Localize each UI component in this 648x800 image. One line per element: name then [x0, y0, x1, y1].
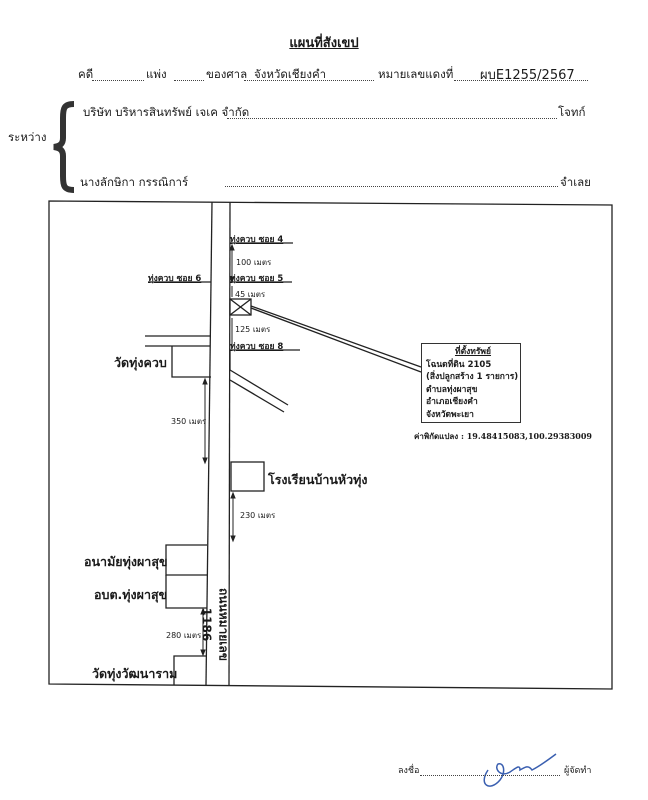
sao-building [165, 575, 207, 609]
property-info-line: อำเภอเชียงคำ [426, 397, 478, 407]
property-info-line: โฉนดที่ดิน 2105 [426, 359, 492, 370]
sign-role: ผู้จัดทำ [564, 766, 592, 776]
red-number-dots [454, 80, 588, 81]
leader-line-lower [250, 307, 422, 373]
landmark-health-station: อนามัยทุ่งผาสุข [84, 554, 168, 569]
property-info-line: (สิ่งปลูกสร้าง 1 รายการ) [426, 372, 519, 382]
distance-350m: 350 เมตร [171, 417, 207, 426]
coordinates-label: ค่าพิกัดแปลง : 19.48415083,100.29383009 [414, 431, 592, 441]
distance-230m: 230 เมตร [240, 511, 276, 520]
defendant-dots [225, 186, 558, 187]
wat-thung-khuap-building [171, 346, 211, 378]
distance-45m: 45 เมตร [235, 290, 266, 299]
main-road-label: ถนนหมายเลข 1186 [199, 588, 231, 661]
sign-dots [420, 775, 560, 776]
court-label: ของศาล [206, 67, 248, 81]
property-marker [229, 298, 252, 316]
soi-8-label: ทุ่งควบ ซอย 8 [230, 342, 284, 352]
case-label: คดี [78, 67, 94, 81]
school-building [230, 461, 265, 492]
leader-line-upper [250, 305, 422, 368]
between-label: ระหว่าง [8, 130, 47, 144]
plaintiff-role: โจทก์ [558, 105, 586, 119]
distance-280m: 280 เมตร [166, 631, 202, 640]
map-frame [48, 200, 613, 690]
distance-125m: 125 เมตร [235, 325, 271, 334]
landmark-sao: อบต.ทุ่งผาสุข [94, 587, 168, 602]
of-dots [174, 80, 204, 81]
red-number-label: หมายเลขแดงที่ [378, 67, 454, 81]
distance-100m: 100 เมตร [236, 258, 272, 267]
plaintiff-dots [227, 118, 557, 119]
property-info-box: ที่ตั้งทรัพย์ โฉนดที่ดิน 2105 (สิ่งปลูกส… [421, 343, 521, 423]
landmark-wat-thung-khuap: วัดทุ่งควบ [114, 355, 167, 370]
court-value: จังหวัดเชียงคำ [254, 67, 327, 81]
document-title-text: แผนที่สังเขป [289, 36, 359, 51]
property-info-header: ที่ตั้งทรัพย์ [454, 347, 492, 357]
soi-6-label: ทุ่งควบ ซอย 6 [148, 274, 202, 284]
case-dots [92, 80, 144, 81]
soi-5-label: ทุ่งควบ ซอย 5 [230, 274, 284, 284]
document-title: แผนที่สังเขป [0, 32, 648, 53]
signature-stroke [483, 753, 557, 787]
sign-label: ลงชื่อ [398, 766, 420, 776]
property-info-line: ตำบลทุ่งผาสุข [426, 384, 478, 395]
main-road-right-edge [228, 201, 231, 687]
plaintiff-name: บริษัท บริหารสินทรัพย์ เจเค จำกัด [83, 105, 250, 119]
diagonal-road-upper [229, 369, 289, 406]
defendant-name: นางลักษิกา กรรณิการ์ [80, 175, 189, 189]
brace-icon [53, 101, 75, 193]
landmark-wat-thung-wattana: วัดทุ่งวัฒนาราม [92, 666, 178, 681]
defendant-role: จำเลย [560, 175, 591, 189]
landmark-school: โรงเรียนบ้านหัวทุ่ง [268, 472, 368, 487]
wat-thung-wattana-building [173, 655, 206, 685]
diagonal-road-lower [229, 379, 285, 413]
property-info-line: จังหวัดพะเยา [426, 409, 474, 420]
case-of-label: แพ่ง [146, 67, 167, 81]
soi-4-label: ทุ่งควบ ซอย 4 [230, 235, 284, 245]
court-dots [244, 80, 374, 81]
health-station-building [165, 544, 207, 576]
red-number-value: ผบE1255/2567 [480, 68, 575, 83]
